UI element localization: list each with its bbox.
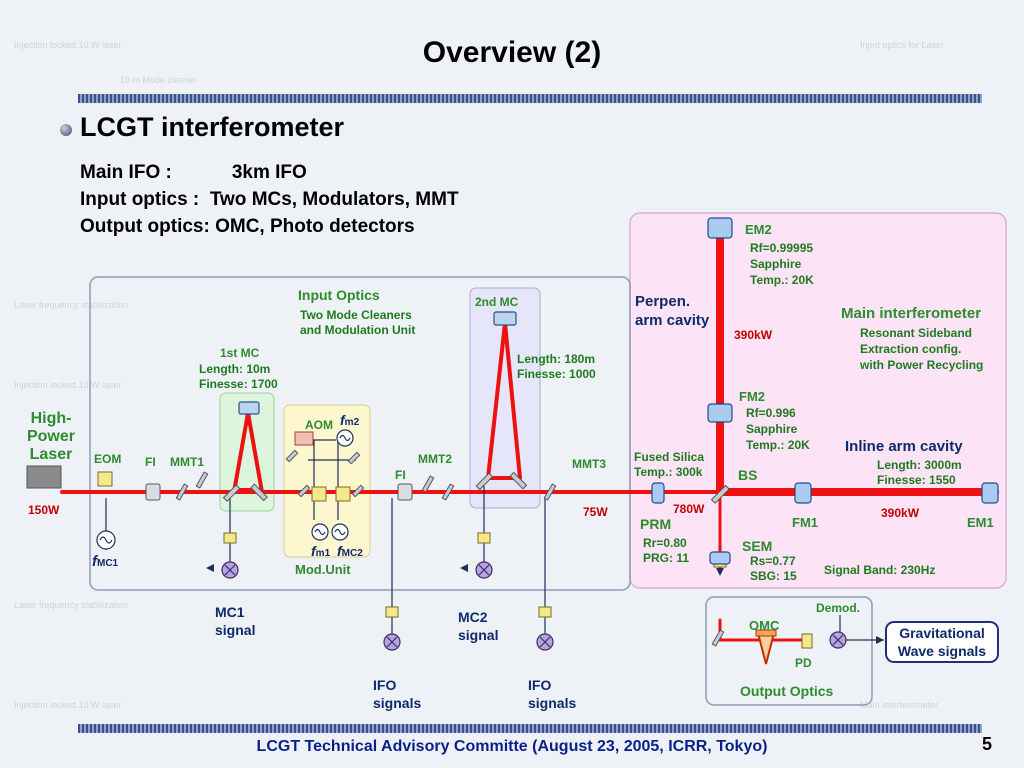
fmc1-label: fMC1: [92, 553, 119, 570]
pd-label: PD: [795, 656, 812, 670]
prm-label: PRM: [640, 516, 672, 532]
sem-mirror: [709, 551, 731, 565]
mmt1-label: MMT1: [170, 455, 204, 469]
inline-arm-title: Inline arm cavity: [845, 438, 963, 455]
mc1-length: Length: 10m: [199, 362, 271, 376]
mmt2-label: MMT2: [418, 452, 452, 466]
em1-label: EM1: [967, 515, 994, 530]
sem-label: SEM: [742, 538, 773, 554]
mc2-region: [469, 287, 541, 509]
bs-label: BS: [738, 467, 758, 483]
power-780w: 780W: [673, 502, 705, 516]
fm1-label: fm1: [311, 543, 331, 559]
fm1-mirror-label: FM1: [792, 515, 818, 530]
signal-band-label: Signal Band: 230Hz: [824, 563, 936, 577]
mod-unit-label: Mod.Unit: [295, 562, 351, 577]
fi2-label: FI: [395, 468, 406, 482]
perpen-arm-label: Perpen.arm cavity: [635, 293, 710, 329]
mc2-title: 2nd MC: [475, 295, 519, 309]
footer-divider: [78, 724, 982, 733]
eom-label: EOM: [94, 452, 122, 466]
title-divider: [78, 94, 982, 103]
em2-reflectivity: Rf=0.99995: [750, 241, 814, 255]
aom-label: AOM: [305, 418, 333, 432]
em2-temperature: Temp.: 20K: [750, 273, 814, 287]
demod-label: Demod.: [816, 601, 861, 615]
omc-cavity: [756, 632, 776, 665]
rse-line2: Extraction config.: [860, 342, 962, 356]
page-title: Overview (2): [422, 36, 602, 69]
power-75w: 75W: [583, 505, 608, 519]
em1-mirror: [981, 482, 999, 504]
footer-text: LCGT Technical Advisory Committe (August…: [256, 738, 768, 755]
fm2-mirror: [707, 403, 733, 423]
fm2-reflectivity: Rf=0.996: [746, 406, 796, 420]
sem-gain: SBG: 15: [750, 569, 797, 583]
fmc2-label: fMC2: [337, 543, 363, 559]
power-390kw-perp: 390kW: [734, 328, 773, 342]
input-optics-sub1: Two Mode Cleaners: [300, 308, 412, 322]
prm-reflectivity: Rr=0.80: [643, 536, 687, 550]
mc1-title: 1st MC: [220, 346, 260, 360]
sem-reflectivity: Rs=0.77: [750, 554, 796, 568]
prm-mirror: [651, 482, 665, 504]
inline-length: Length: 3000m: [877, 458, 962, 472]
output-optics-title: Output Optics: [740, 683, 834, 699]
prm-gain: PRG: 11: [643, 551, 690, 565]
fused-silica-label: Fused Silica: [634, 450, 705, 464]
page-number: 5: [982, 734, 993, 754]
rse-line1: Resonant Sideband: [860, 326, 973, 340]
fi1-label: FI: [145, 455, 156, 469]
main-ifo-region: [629, 212, 1007, 589]
fm2-mirror-label: FM2: [739, 389, 765, 404]
output-optics-line: Output optics: OMC, Photo detectors: [80, 216, 415, 237]
power-150w: 150W: [28, 503, 60, 517]
inline-finesse: Finesse: 1550: [877, 473, 956, 487]
input-optics-sub2: and Modulation Unit: [300, 323, 416, 337]
power-390kw-inline: 390kW: [881, 506, 920, 520]
input-optics-line: Input optics : Two MCs, Modulators, MMT: [80, 189, 459, 210]
laser-box: [26, 465, 62, 489]
mmt3-label: MMT3: [572, 457, 606, 471]
fm1-mirror: [794, 482, 812, 504]
em2-mirror: [707, 217, 733, 239]
aom-box: [294, 431, 314, 446]
fm2-temperature: Temp.: 20K: [746, 438, 810, 452]
temp-300k-label: Temp.: 300k: [634, 465, 703, 479]
mc2-finesse: Finesse: 1000: [517, 367, 596, 381]
gw-output-box: [885, 621, 999, 663]
output-optics-region: [705, 596, 873, 706]
bullet-heading: LCGT interferometer: [80, 112, 345, 142]
fm2-material: Sapphire: [746, 422, 798, 436]
bullet-icon: [60, 124, 72, 136]
em2-label: EM2: [745, 222, 772, 237]
mc2-length: Length: 180m: [517, 352, 596, 366]
input-optics-title: Input Optics: [298, 287, 380, 303]
main-ifo-line: Main IFO :3km IFO: [80, 162, 307, 183]
mc1-finesse: Finesse: 1700: [199, 377, 278, 391]
input-optics-region: [89, 276, 631, 591]
em2-material: Sapphire: [750, 257, 802, 271]
fm2-label: fm2: [340, 412, 360, 428]
omc-label: OMC: [749, 618, 780, 633]
main-ifo-title: Main interferometer: [841, 305, 982, 322]
rse-line3: with Power Recycling: [860, 358, 984, 372]
